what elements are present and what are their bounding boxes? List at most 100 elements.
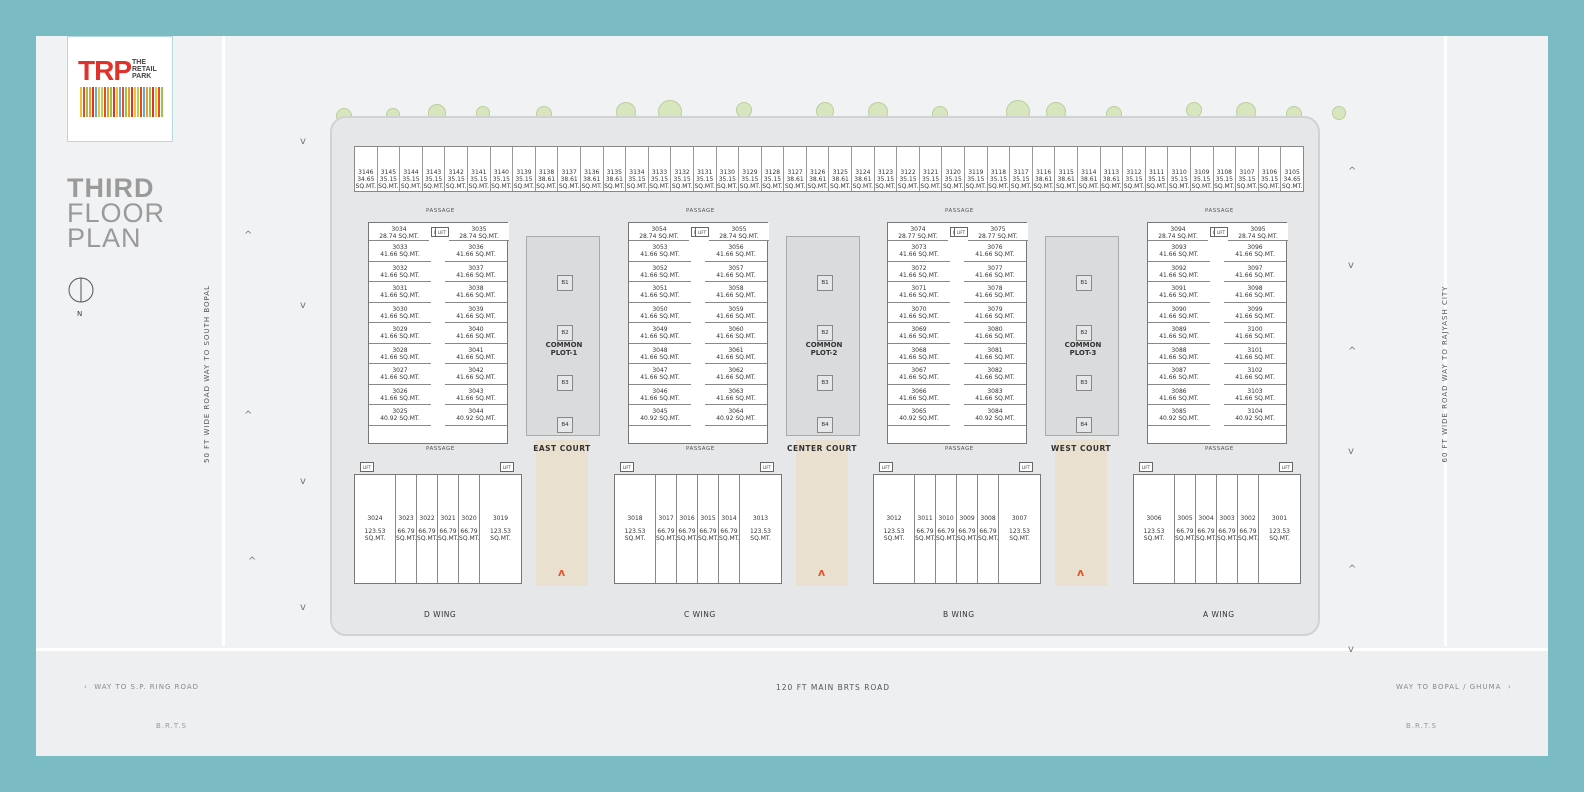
unit-cell[interactable]: 304741.66 SQ.MT. <box>629 364 691 385</box>
top-unit[interactable]: 311538.61SQ.MT. <box>1055 147 1078 191</box>
unit-cell[interactable]: 303741.66 SQ.MT. <box>445 261 507 282</box>
unit-cell[interactable]: 308141.66 SQ.MT. <box>964 343 1026 364</box>
lower-unit[interactable]: 3018123.53SQ.MT. <box>615 475 657 583</box>
unit-cell[interactable]: 303641.66 SQ.MT. <box>445 241 507 262</box>
unit-cell[interactable]: 306041.66 SQ.MT. <box>705 323 767 344</box>
top-unit[interactable]: 311438.61SQ.MT. <box>1078 147 1101 191</box>
lower-unit[interactable]: 301766.79SQ.MT. <box>656 475 678 583</box>
top-unit[interactable]: 313838.61SQ.MT. <box>536 147 559 191</box>
unit-cell[interactable]: 302741.66 SQ.MT. <box>369 364 431 385</box>
lower-unit[interactable]: 302166.79SQ.MT. <box>438 475 460 583</box>
top-unit[interactable]: 314035.15SQ.MT. <box>491 147 514 191</box>
top-unit[interactable]: 312035.15SQ.MT. <box>942 147 966 191</box>
top-unit[interactable]: 310534.65SQ.MT. <box>1281 147 1303 191</box>
lower-unit[interactable]: 301166.79SQ.MT. <box>915 475 937 583</box>
top-unit[interactable]: 313935.15SQ.MT. <box>513 147 536 191</box>
unit-cell[interactable]: 305041.66 SQ.MT. <box>629 302 691 323</box>
unit-cell[interactable]: 302641.66 SQ.MT. <box>369 384 431 405</box>
top-unit[interactable]: 314235.15SQ.MT. <box>445 147 468 191</box>
unit-cell[interactable]: 308741.66 SQ.MT. <box>1148 364 1210 385</box>
unit-cell[interactable]: 310241.66 SQ.MT. <box>1224 364 1286 385</box>
unit-cell[interactable]: 310141.66 SQ.MT. <box>1224 343 1286 364</box>
lower-unit[interactable]: 301566.79SQ.MT. <box>698 475 720 583</box>
unit-cell[interactable]: 309641.66 SQ.MT. <box>1224 241 1286 262</box>
top-unit[interactable]: 314435.15SQ.MT. <box>400 147 423 191</box>
top-unit[interactable]: 310635.15SQ.MT. <box>1259 147 1282 191</box>
lower-unit[interactable]: 300866.79SQ.MT. <box>978 475 1000 583</box>
unit-cell[interactable]: 303428.74 SQ.MT. <box>369 223 429 241</box>
top-unit[interactable]: 312335.15SQ.MT. <box>875 147 898 191</box>
unit-cell[interactable]: 304841.66 SQ.MT. <box>629 343 691 364</box>
unit-cell[interactable]: 307941.66 SQ.MT. <box>964 302 1026 323</box>
lower-unit[interactable]: 3001123.53SQ.MT. <box>1259 475 1300 583</box>
lower-unit[interactable]: 300566.79SQ.MT. <box>1175 475 1197 583</box>
top-unit[interactable]: 313335.15SQ.MT. <box>649 147 672 191</box>
unit-cell[interactable]: 303141.66 SQ.MT. <box>369 282 431 303</box>
unit-cell[interactable]: 307041.66 SQ.MT. <box>888 302 950 323</box>
top-unit[interactable]: 313135.15SQ.MT. <box>694 147 717 191</box>
unit-cell[interactable]: 306941.66 SQ.MT. <box>888 323 950 344</box>
lower-unit[interactable]: 300266.79SQ.MT. <box>1238 475 1260 583</box>
lower-unit[interactable]: 301666.79SQ.MT. <box>677 475 699 583</box>
lower-unit[interactable]: 300466.79SQ.MT. <box>1196 475 1218 583</box>
lower-unit[interactable]: 3013123.53SQ.MT. <box>740 475 781 583</box>
top-unit[interactable]: 313738.61SQ.MT. <box>558 147 581 191</box>
top-unit[interactable]: 312738.61SQ.MT. <box>784 147 807 191</box>
unit-cell[interactable]: 310341.66 SQ.MT. <box>1224 384 1286 405</box>
lower-unit[interactable]: 3024123.53SQ.MT. <box>355 475 397 583</box>
unit-cell[interactable]: 305341.66 SQ.MT. <box>629 241 691 262</box>
lower-unit[interactable]: 3006123.53SQ.MT. <box>1134 475 1176 583</box>
unit-cell[interactable]: 305741.66 SQ.MT. <box>705 261 767 282</box>
top-unit[interactable]: 313638.61SQ.MT. <box>581 147 604 191</box>
lower-unit[interactable]: 300966.79SQ.MT. <box>957 475 979 583</box>
unit-cell[interactable]: 303041.66 SQ.MT. <box>369 302 431 323</box>
unit-cell[interactable]: 308440.92 SQ.MT. <box>964 405 1026 426</box>
unit-cell[interactable]: 302941.66 SQ.MT. <box>369 323 431 344</box>
top-unit[interactable]: 314535.15SQ.MT. <box>378 147 401 191</box>
unit-cell[interactable]: 306440.92 SQ.MT. <box>705 405 767 426</box>
unit-cell[interactable]: 310440.92 SQ.MT. <box>1224 405 1286 426</box>
unit-cell[interactable]: 304540.92 SQ.MT. <box>629 405 691 426</box>
unit-cell[interactable]: 304641.66 SQ.MT. <box>629 384 691 405</box>
unit-cell[interactable]: 305941.66 SQ.MT. <box>705 302 767 323</box>
unit-cell[interactable]: 305641.66 SQ.MT. <box>705 241 767 262</box>
unit-cell[interactable]: 303241.66 SQ.MT. <box>369 261 431 282</box>
top-unit[interactable]: 310835.15SQ.MT. <box>1214 147 1237 191</box>
unit-cell[interactable]: 305841.66 SQ.MT. <box>705 282 767 303</box>
lower-unit[interactable]: 300366.79SQ.MT. <box>1217 475 1239 583</box>
unit-cell[interactable]: 308241.66 SQ.MT. <box>964 364 1026 385</box>
unit-cell[interactable]: 309841.66 SQ.MT. <box>1224 282 1286 303</box>
unit-cell[interactable]: 304440.92 SQ.MT. <box>445 405 507 426</box>
unit-cell[interactable]: 302540.92 SQ.MT. <box>369 405 431 426</box>
top-unit[interactable]: 310935.15SQ.MT. <box>1191 147 1214 191</box>
unit-cell[interactable]: 307141.66 SQ.MT. <box>888 282 950 303</box>
top-unit[interactable]: 313035.15SQ.MT. <box>717 147 740 191</box>
unit-cell[interactable]: 308041.66 SQ.MT. <box>964 323 1026 344</box>
unit-cell[interactable]: 308641.66 SQ.MT. <box>1148 384 1210 405</box>
unit-cell[interactable]: 308341.66 SQ.MT. <box>964 384 1026 405</box>
top-unit[interactable]: 314335.15SQ.MT. <box>423 147 446 191</box>
unit-cell[interactable]: 308841.66 SQ.MT. <box>1148 343 1210 364</box>
lower-unit[interactable]: 3012123.53SQ.MT. <box>874 475 916 583</box>
unit-cell[interactable]: 305528.74 SQ.MT. <box>709 223 769 241</box>
top-unit[interactable]: 310735.15SQ.MT. <box>1236 147 1259 191</box>
top-unit[interactable]: 312538.61SQ.MT. <box>829 147 853 191</box>
unit-cell[interactable]: 307528.77 SQ.MT. <box>968 223 1028 241</box>
unit-cell[interactable]: 305241.66 SQ.MT. <box>629 261 691 282</box>
unit-cell[interactable]: 302841.66 SQ.MT. <box>369 343 431 364</box>
unit-cell[interactable]: 304141.66 SQ.MT. <box>445 343 507 364</box>
lower-unit[interactable]: 302066.79SQ.MT. <box>459 475 481 583</box>
unit-cell[interactable]: 308941.66 SQ.MT. <box>1148 323 1210 344</box>
unit-cell[interactable]: 305141.66 SQ.MT. <box>629 282 691 303</box>
unit-cell[interactable]: 309428.74 SQ.MT. <box>1148 223 1208 241</box>
unit-cell[interactable]: 307341.66 SQ.MT. <box>888 241 950 262</box>
unit-cell[interactable]: 306141.66 SQ.MT. <box>705 343 767 364</box>
unit-cell[interactable]: 309241.66 SQ.MT. <box>1148 261 1210 282</box>
unit-cell[interactable]: 304041.66 SQ.MT. <box>445 323 507 344</box>
top-unit[interactable]: 314634.65SQ.MT. <box>355 147 378 191</box>
unit-cell[interactable]: 306341.66 SQ.MT. <box>705 384 767 405</box>
top-unit[interactable]: 314135.15SQ.MT. <box>468 147 491 191</box>
top-unit[interactable]: 312638.61SQ.MT. <box>807 147 830 191</box>
unit-cell[interactable]: 309941.66 SQ.MT. <box>1224 302 1286 323</box>
unit-cell[interactable]: 306540.92 SQ.MT. <box>888 405 950 426</box>
